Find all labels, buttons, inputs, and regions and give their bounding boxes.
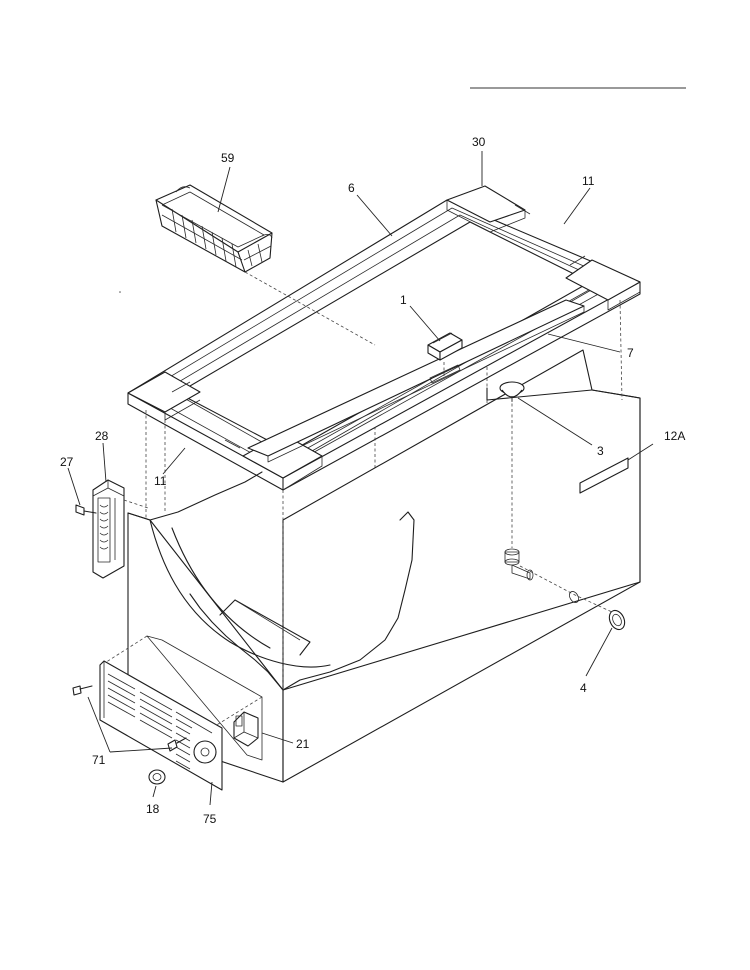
- callout-71: 71: [92, 753, 106, 767]
- leveling-foot: [148, 769, 166, 785]
- lid-gasket-frame: [127, 185, 641, 690]
- callout-18: 18: [146, 802, 160, 816]
- callout-7: 7: [627, 346, 634, 360]
- serial-plate: [579, 457, 629, 494]
- hinge-screw: [75, 504, 97, 516]
- callout-11-top: 11: [582, 174, 595, 188]
- callout-1: 1: [400, 293, 407, 307]
- callout-3: 3: [597, 444, 604, 458]
- stray-mark: [119, 291, 121, 293]
- drain-plug: [499, 381, 525, 402]
- callout-4: 4: [580, 681, 587, 695]
- drain-fitting: [504, 548, 534, 581]
- callout-6: 6: [348, 181, 355, 195]
- callout-75: 75: [203, 812, 217, 826]
- callout-12a: 12A: [664, 429, 685, 443]
- callout-11-left: 11: [154, 474, 167, 488]
- callout-27: 27: [60, 455, 74, 469]
- callout-21: 21: [296, 737, 310, 751]
- temperature-control: [233, 711, 259, 747]
- kick-plate-grille: [99, 635, 263, 791]
- storage-basket: [155, 184, 376, 346]
- lid-hinge: [92, 479, 149, 579]
- callout-59: 59: [221, 151, 235, 165]
- leader-lines: [67, 151, 654, 806]
- callout-30: 30: [472, 135, 486, 149]
- lid-latch: [427, 332, 463, 384]
- callout-labels: 59 6 30 11 1 7 3 12A 28 27 11 4 21 71 18…: [60, 135, 685, 826]
- callout-28: 28: [95, 429, 109, 443]
- drain-cap: [608, 609, 626, 631]
- drain-gasket: [569, 591, 579, 603]
